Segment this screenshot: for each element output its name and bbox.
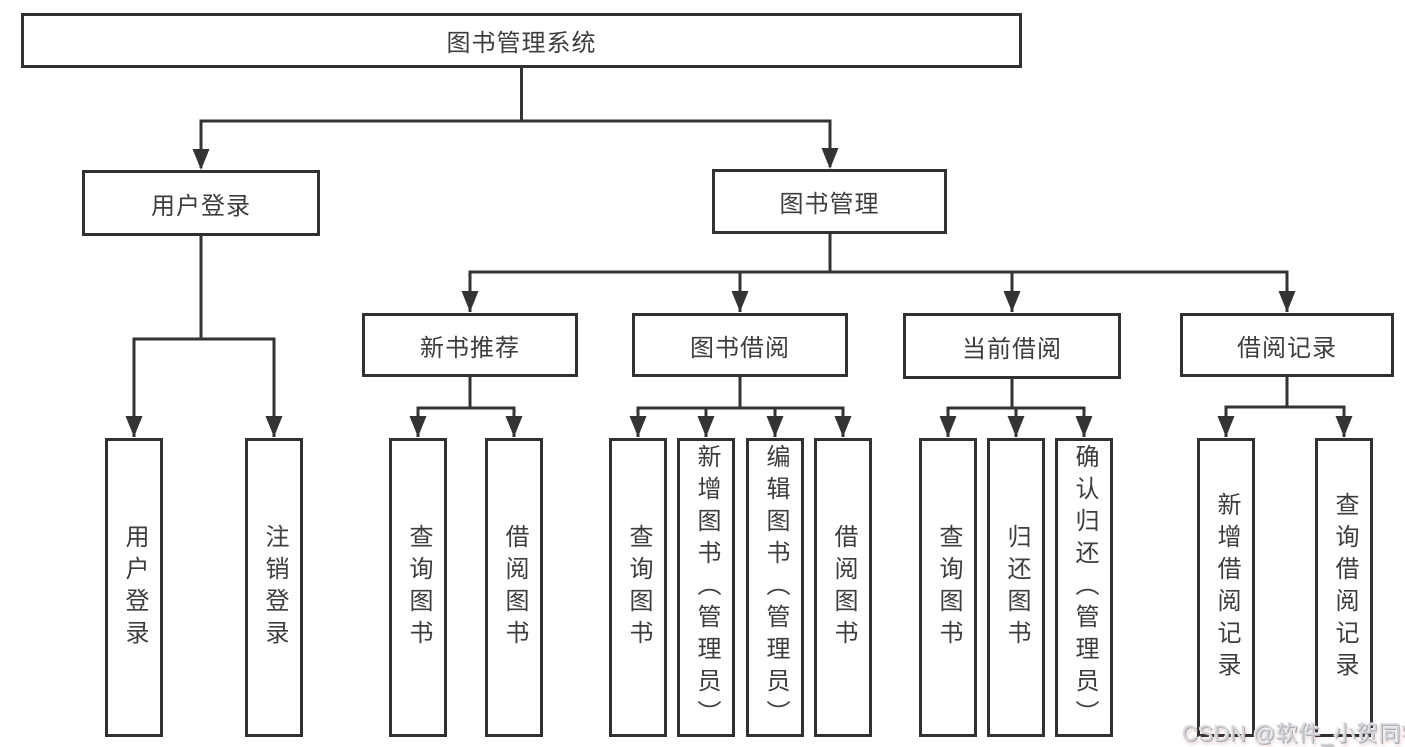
leaf-return-books: 归还图书 (987, 438, 1045, 737)
leaf-query-books-current: 查询图书 (919, 438, 977, 737)
arrow-down-icon (1335, 416, 1353, 437)
arrow-down-icon (1075, 416, 1093, 437)
leaf-query-borrow-record: 查询借阅记录 (1315, 438, 1373, 737)
arrow-down-icon (1007, 416, 1025, 437)
leaf-borrow-books: 借阅图书 (814, 438, 872, 737)
connector-bookborrow-to-leaves (636, 377, 845, 437)
arrow-down-icon (265, 416, 283, 437)
arrow-down-icon (1003, 291, 1021, 312)
node-current-borrowing: 当前借阅 (903, 313, 1121, 379)
leaf-edit-books-admin: 编辑图书（管理员） (746, 438, 804, 737)
leaf-borrow-books-recommend: 借阅图书 (485, 438, 543, 737)
leaf-query-books-borrow: 查询图书 (609, 438, 667, 737)
connector-userlogin-to-leaves (132, 236, 276, 437)
node-library-system: 图书管理系统 (21, 13, 1022, 68)
connector-records-to-leaves (1224, 377, 1346, 437)
node-borrow-records: 借阅记录 (1180, 313, 1394, 377)
arrow-down-icon (834, 416, 852, 437)
leaf-query-books-recommend: 查询图书 (389, 438, 447, 737)
node-book-borrowing: 图书借阅 (632, 313, 848, 377)
arrow-down-icon (505, 416, 523, 437)
arrow-down-icon (731, 291, 749, 312)
arrowheads (125, 148, 1353, 437)
leaf-confirm-return-admin: 确认归还（管理员） (1055, 438, 1113, 737)
node-book-management: 图书管理 (712, 169, 947, 234)
arrow-down-icon (766, 416, 784, 437)
arrow-down-icon (1217, 416, 1235, 437)
connector-root-to-level2 (199, 68, 832, 168)
watermark: CSDN @软件_小贺同学 (1182, 721, 1405, 746)
arrow-down-icon (461, 291, 479, 312)
arrow-down-icon (192, 149, 210, 170)
arrow-down-icon (939, 416, 957, 437)
leaf-user-login: 用户登录 (105, 438, 163, 737)
arrow-down-icon (629, 416, 647, 437)
leaf-logout: 注销登录 (245, 438, 303, 737)
leaf-add-books-admin: 新增图书（管理员） (677, 438, 735, 737)
connector-bookmgmt-to-level3 (468, 234, 1289, 312)
connector-newbook-to-leaves (416, 377, 516, 437)
leaf-add-borrow-record: 新增借阅记录 (1197, 438, 1255, 737)
arrow-down-icon (409, 416, 427, 437)
arrow-down-icon (697, 416, 715, 437)
arrow-down-icon (125, 416, 143, 437)
node-user-login: 用户登录 (82, 170, 320, 236)
node-new-book-recommend: 新书推荐 (362, 313, 578, 377)
arrow-down-icon (1278, 291, 1296, 312)
arrow-down-icon (821, 148, 839, 169)
